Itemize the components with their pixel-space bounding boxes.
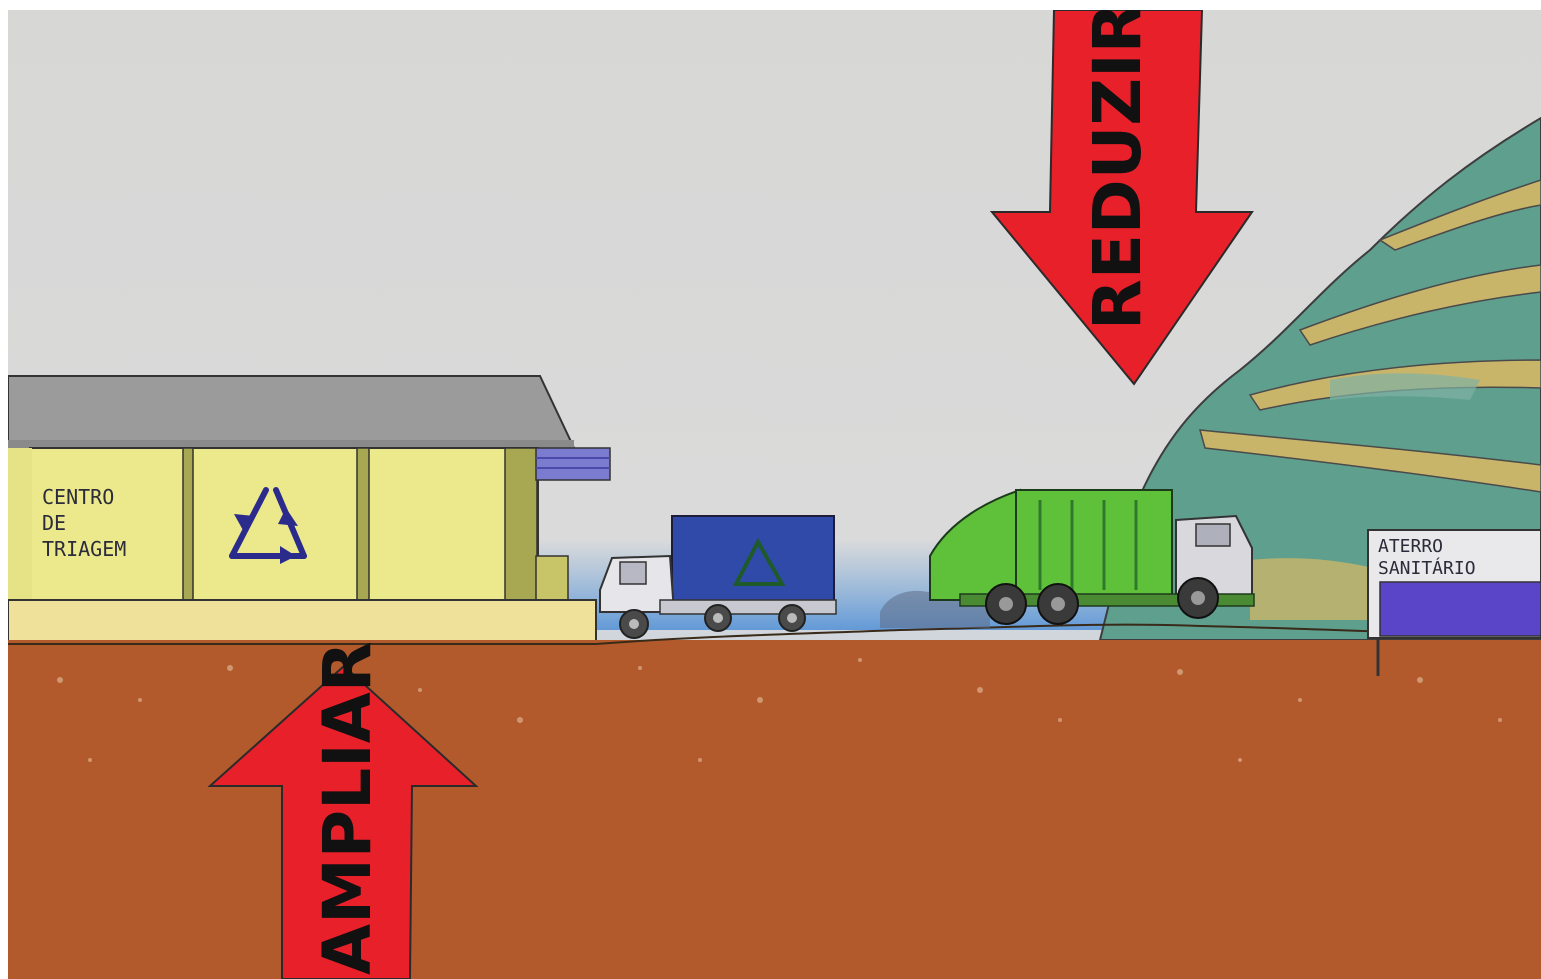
landfill-hill [1098,116,1541,641]
soil [8,640,1541,979]
sign-text-centro: CENTRO [42,485,114,509]
sign-text-de: DE [42,511,66,535]
landfill-sign-line1: ATERRO [1378,536,1443,557]
sign-text-triagem: TRIAGEM [42,537,126,561]
recycle-icon [229,487,307,564]
truck-recycle-icon [732,537,786,586]
soil-texture [57,658,1502,762]
blue-recycling-truck [599,515,837,639]
sorting-center-building [7,375,611,645]
green-garbage-truck [929,488,1255,625]
expand-arrow-up: AMPLIAR [207,641,479,979]
reduce-arrow-down: REDUZIR [989,2,1254,386]
landfill-sign-line2: SANITÁRIO [1378,557,1476,579]
landfill-sign [1367,529,1541,676]
reduce-label: REDUZIR [1079,2,1156,330]
expand-label: AMPLIAR [309,641,386,975]
